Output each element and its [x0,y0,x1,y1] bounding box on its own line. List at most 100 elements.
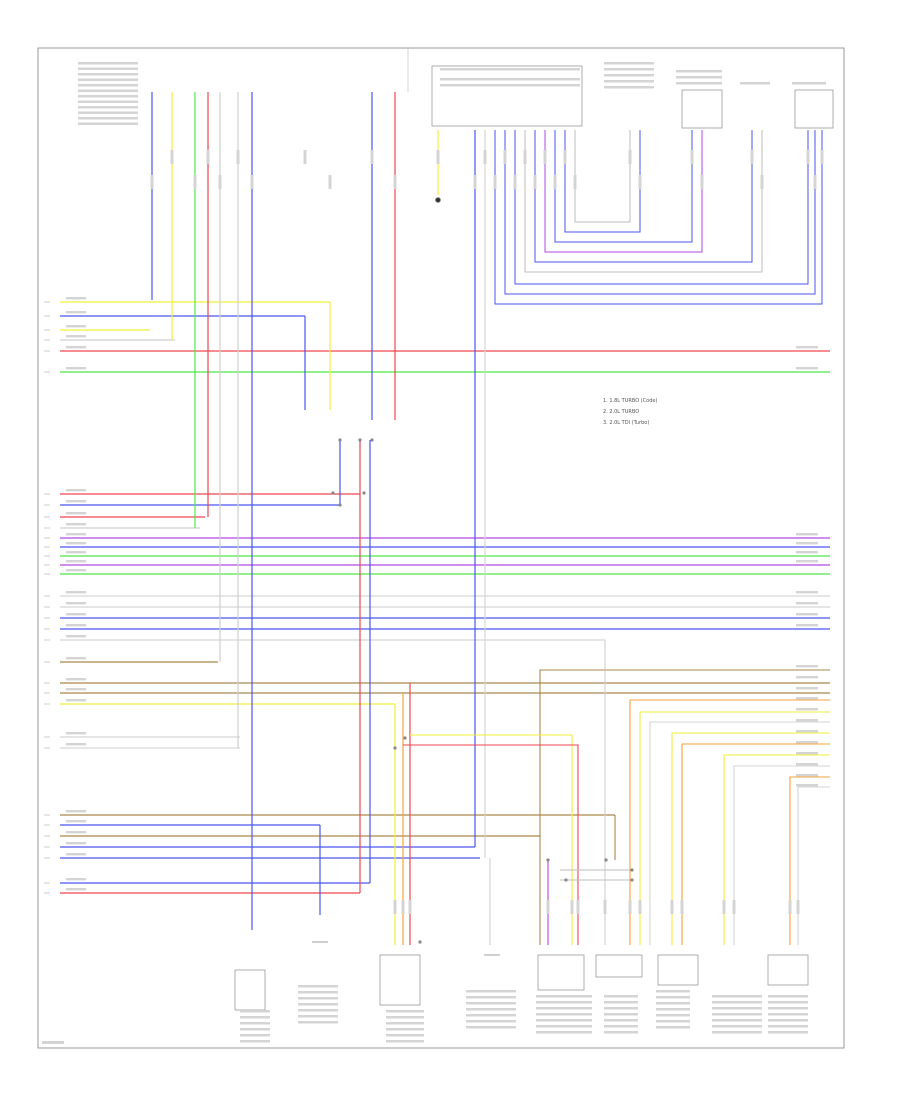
label-smudge [473,175,477,189]
loop-1 [574,130,631,223]
label-smudge [298,1015,338,1018]
label-smudge [543,150,547,164]
label-smudge [66,297,86,300]
label-smudge [712,1013,762,1016]
splice-dot [370,438,374,442]
wire-yellow-drop-2 [639,711,830,945]
label-smudge [66,699,86,702]
label-smudge [700,175,704,189]
label-smudge [66,500,86,503]
label-smudge [66,732,86,735]
label-smudge [670,900,674,914]
label-smudge [206,150,210,164]
label-smudge [240,1040,270,1043]
wire-gray-drop [649,721,830,945]
label-smudge [66,346,86,349]
label-smudge [66,569,86,572]
label-smudge [401,900,405,914]
label-smudge [813,175,817,189]
label-smudge [760,175,764,189]
label-smudge [796,551,818,554]
label-smudge [750,150,754,164]
label-smudge [466,1020,516,1023]
splice-dot [362,491,366,495]
label-smudge [393,175,397,189]
label-smudge [66,635,86,638]
label-smudge [466,1026,516,1029]
label-smudge [628,150,632,164]
label-smudge [796,560,818,563]
label-smudge [66,335,86,338]
label-smudge [66,831,86,834]
label-smudge [796,591,818,594]
label-smudge [796,613,818,616]
label-smudge [604,68,654,71]
label-smudge [796,752,818,755]
label-smudge [66,820,86,823]
splice-dot [331,491,335,495]
loop-9 [494,130,823,305]
label-smudge [676,76,722,79]
label-smudge [240,1010,270,1013]
label-smudge [604,1007,638,1010]
label-smudge [493,175,497,189]
component-2 [379,954,421,1006]
label-smudge [66,678,86,681]
label-smudge [66,602,86,605]
label-smudge [604,1013,638,1016]
label-smudge [440,84,580,87]
label-smudge [792,82,826,85]
label-smudge [796,665,818,668]
label-smudge [66,542,86,545]
label-smudge [656,1002,690,1005]
label-smudge [604,80,654,83]
label-smudge [656,990,690,993]
label-smudge [298,1009,338,1012]
label-smudge [78,78,138,81]
splice-dot [418,940,422,944]
label-smudge [712,1025,762,1028]
label-smudge [386,1034,424,1037]
label-smudge [78,73,138,76]
label-smudge [298,991,338,994]
label-smudge [66,878,86,881]
loop-8 [504,130,816,295]
ground-symbols [312,197,500,956]
label-smudge [66,624,86,627]
label-smudge [712,1001,762,1004]
horizontal-bus-lines [60,301,830,894]
label-smudge [303,150,307,164]
label-smudge [796,533,818,536]
label-smudge [78,117,138,120]
label-smudge [573,175,577,189]
label-smudge [768,1001,808,1004]
label-smudge [604,74,654,77]
label-smudge [768,1013,808,1016]
label-smudge [712,1007,762,1010]
label-smudge [78,84,138,87]
label-smudge [604,1019,638,1022]
label-smudge [66,613,86,616]
control-module-box [431,65,583,127]
label-smudge [440,78,580,81]
label-smudge [466,1008,516,1011]
diagram-frame [37,47,845,1049]
legend-line-2: 2. 2.0L TURBO [603,409,639,415]
label-smudge [680,900,684,914]
label-smudge [466,1002,516,1005]
label-smudge [546,900,550,914]
label-smudge [628,900,632,914]
label-smudge [66,311,86,314]
label-smudge [712,1031,762,1034]
label-smudge [78,89,138,92]
label-smudge [712,995,762,998]
label-smudge [604,1031,638,1034]
label-smudge [66,551,86,554]
wire-splice [560,869,630,881]
label-smudge [536,1025,592,1028]
splice-dot [630,868,634,872]
component-4 [595,954,643,978]
label-smudge [603,900,607,914]
label-smudge [66,688,86,691]
label-smudge [78,111,138,114]
